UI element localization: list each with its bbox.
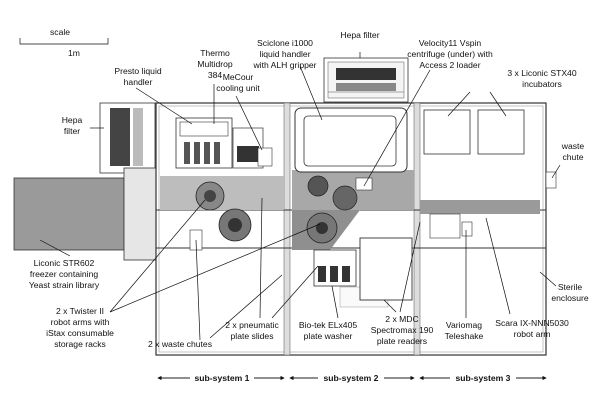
label-thermo-2: Multidrop (197, 59, 233, 69)
waste-chute-3 (545, 171, 557, 189)
label-biotek-2: plate washer (304, 331, 353, 341)
liconic-incubator-1 (423, 109, 471, 155)
label-mdc-3: plate readers (377, 336, 427, 346)
label-mecour-1: MeCour (223, 72, 254, 82)
liconic-str602-freezer (13, 167, 159, 261)
scara-robot-track (420, 200, 540, 214)
hepa-filter-top (323, 57, 409, 103)
label-velocity-1: Velocity11 Vspin (419, 38, 482, 48)
label-liconic-str-1: Liconic STR602 (34, 258, 95, 268)
subsystem-2-deck (292, 107, 414, 308)
label-sciclone-2: liquid handler (259, 49, 310, 59)
sciclone-liquid-handler (303, 115, 397, 167)
subsystem-3-label: sub-system 3 (456, 373, 511, 383)
label-scara-1: Scara IX-NNN5030 (495, 318, 569, 328)
label-pneumatic-1: 2 x pneumatic (225, 320, 279, 330)
label-thermo-1: Thermo (200, 48, 230, 58)
label-presto-2: handler (124, 77, 153, 87)
label-variomag-2: Teleshake (445, 331, 484, 341)
label-sterile-2: enclosure (551, 293, 588, 303)
subsystem-1-deck (160, 117, 284, 251)
label-pneumatic-2: plate slides (231, 331, 274, 341)
label-liconic-str-2: freezer containing (30, 269, 99, 279)
subsystem-3-deck (420, 109, 557, 239)
label-presto-1: Presto liquid (114, 66, 162, 76)
label-thermo-3: 384 (208, 70, 223, 80)
callout-lines (39, 52, 561, 341)
label-twister-3: iStax consumable (46, 328, 114, 338)
liconic-incubator-2 (477, 109, 525, 155)
label-velocity-2: centrifuge (under) with (407, 49, 493, 59)
mdc-plate-reader (359, 237, 413, 301)
label-variomag-1: Variomag (446, 320, 482, 330)
label-liconic-stx-2: incubators (522, 79, 562, 89)
label-sterile-1: Sterile (558, 282, 583, 292)
subsystem-ranges: sub-system 1 sub-system 2 sub-system 3 (157, 372, 547, 384)
mecour-cooling-unit (257, 147, 273, 167)
hepa-filter-left (99, 102, 156, 174)
label-waste-chutes: 2 x waste chutes (148, 339, 212, 349)
label-mdc-1: 2 x MDC (385, 314, 418, 324)
subsystem-1-label: sub-system 1 (195, 373, 250, 383)
label-liconic-stx-1: 3 x Liconic STX40 (507, 68, 576, 78)
label-biotek-1: Bio-tek ELx405 (299, 320, 358, 330)
subsystem-2-label: sub-system 2 (324, 373, 379, 383)
label-twister-1: 2 x Twister II (56, 306, 104, 316)
callout-labels: Hepa filter Sciclone i1000 liquid handle… (29, 30, 589, 349)
label-mecour-2: cooling unit (216, 83, 260, 93)
label-hepa-left-1: Hepa (62, 115, 83, 125)
label-twister-2: robot arms with (51, 317, 110, 327)
label-sciclone-3: with ALH gripper (252, 60, 316, 70)
variomag-teleshake (429, 213, 461, 239)
label-hepa-filter-top: Hepa filter (340, 30, 379, 40)
label-twister-4: storage racks (54, 339, 106, 349)
label-hepa-left-2: filter (64, 126, 80, 136)
scale-value: 1m (68, 48, 80, 58)
label-mdc-2: Spectromax 190 (371, 325, 434, 335)
label-scara-2: robot arm (514, 329, 551, 339)
label-waste-chute-2: chute (562, 152, 583, 162)
label-sciclone-1: Sciclone i1000 (257, 38, 313, 48)
label-liconic-str-3: Yeast strain library (29, 280, 100, 290)
scale-label: scale (50, 27, 70, 37)
scale-bar: scale 1m (19, 27, 109, 58)
label-waste-chute-1: waste (561, 141, 585, 151)
label-velocity-3: Access 2 loader (419, 60, 480, 70)
